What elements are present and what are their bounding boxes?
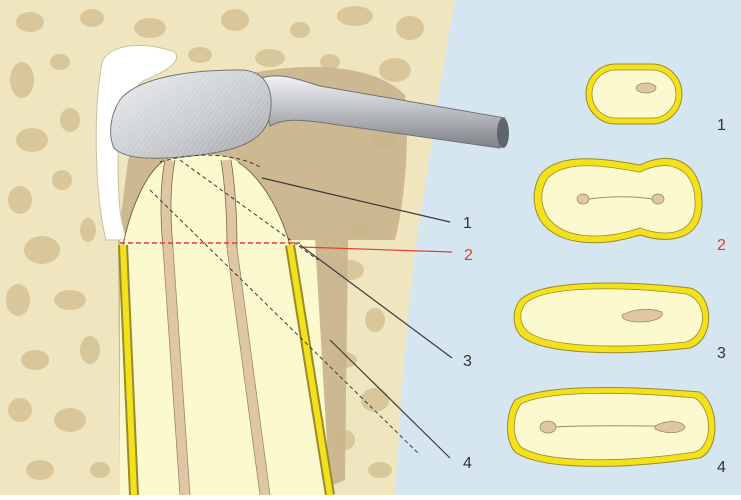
cross-section-4 [508,387,716,466]
tooth-root [120,240,330,495]
leader-label-4: 4 [463,455,472,472]
leader-label-1: 1 [463,215,472,232]
cross-section-1 [586,64,682,124]
cross-section-label-2: 2 [717,237,726,254]
cross-section-2 [534,158,702,242]
cross-section-label-4: 4 [717,459,726,476]
cross-section-3 [514,283,709,353]
cross-section-label-1: 1 [717,117,726,134]
leader-label-3: 3 [463,353,472,370]
cross-section-label-3: 3 [717,345,726,362]
leader-label-2: 2 [464,247,473,264]
